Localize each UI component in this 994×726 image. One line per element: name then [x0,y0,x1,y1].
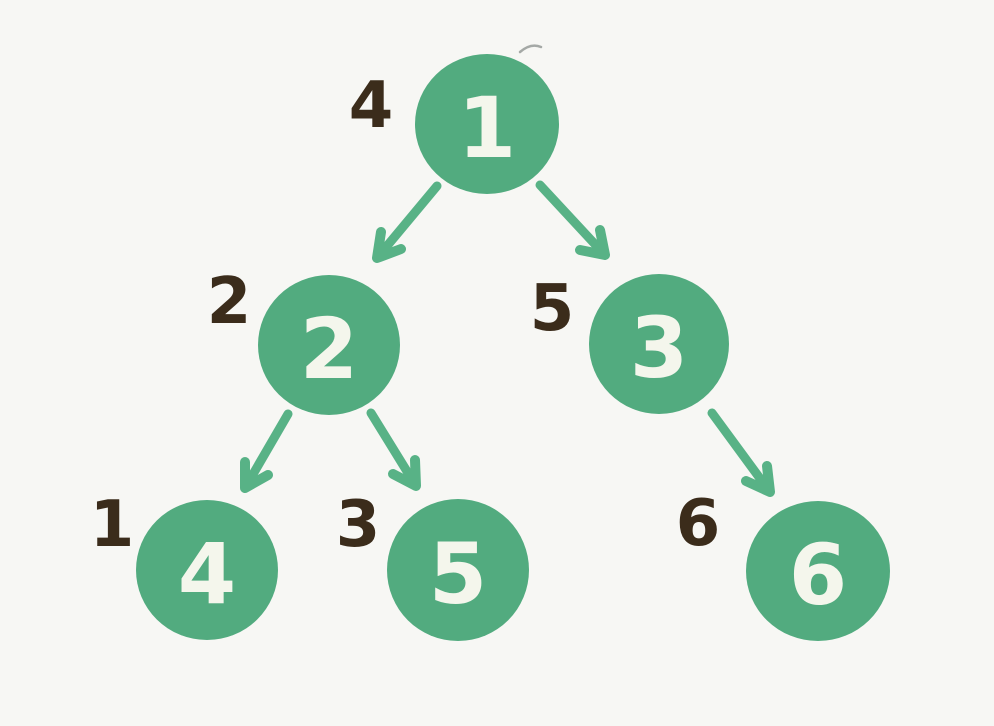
arrowhead-icon [741,461,775,497]
arrowhead-icon [372,227,406,263]
edge-line [366,408,421,491]
tree-node-6: 6 [746,501,890,641]
node-circle [589,274,729,414]
arrowhead-icon [575,225,610,260]
edge-line [372,181,442,263]
node-value: 3 [630,299,688,397]
node-value: 5 [429,525,487,623]
edge-arrow-3-6 [707,408,775,497]
tree-node-4: 4 [136,500,278,640]
tree-node-5: 5 [387,499,529,641]
order-label-node-4: 1 [90,488,135,562]
order-label-node-2: 2 [207,265,252,339]
edge-arrow-1-2 [372,181,442,263]
stray-pen-mark [518,44,543,54]
edge-arrow-2-4 [240,409,293,493]
tree-edges [240,180,775,497]
node-value: 4 [178,525,236,623]
tree-node-1: 1 [415,54,559,194]
order-labels: 4 2 5 1 3 6 [90,69,721,562]
node-circle [746,501,890,641]
node-value: 6 [789,526,847,624]
node-circle [136,500,278,640]
edge-line [535,180,610,260]
edge-arrow-2-5 [366,408,421,491]
node-value: 1 [458,79,516,177]
edge-arrow-1-3 [535,180,610,260]
edge-line [240,409,293,493]
arrowhead-icon [388,455,421,491]
node-circle [387,499,529,641]
arrowhead-icon [240,457,273,493]
node-circle [258,275,400,415]
edge-line [707,408,775,497]
order-label-node-5: 3 [336,488,381,562]
order-label-node-3: 5 [530,272,575,346]
order-label-node-1: 4 [349,69,394,143]
tree-node-3: 3 [589,274,729,414]
node-value: 2 [300,300,358,398]
tree-nodes: 1 2 3 4 5 6 [136,54,890,641]
node-circle [415,54,559,194]
order-label-node-6: 6 [676,487,721,561]
tree-node-2: 2 [258,275,400,415]
